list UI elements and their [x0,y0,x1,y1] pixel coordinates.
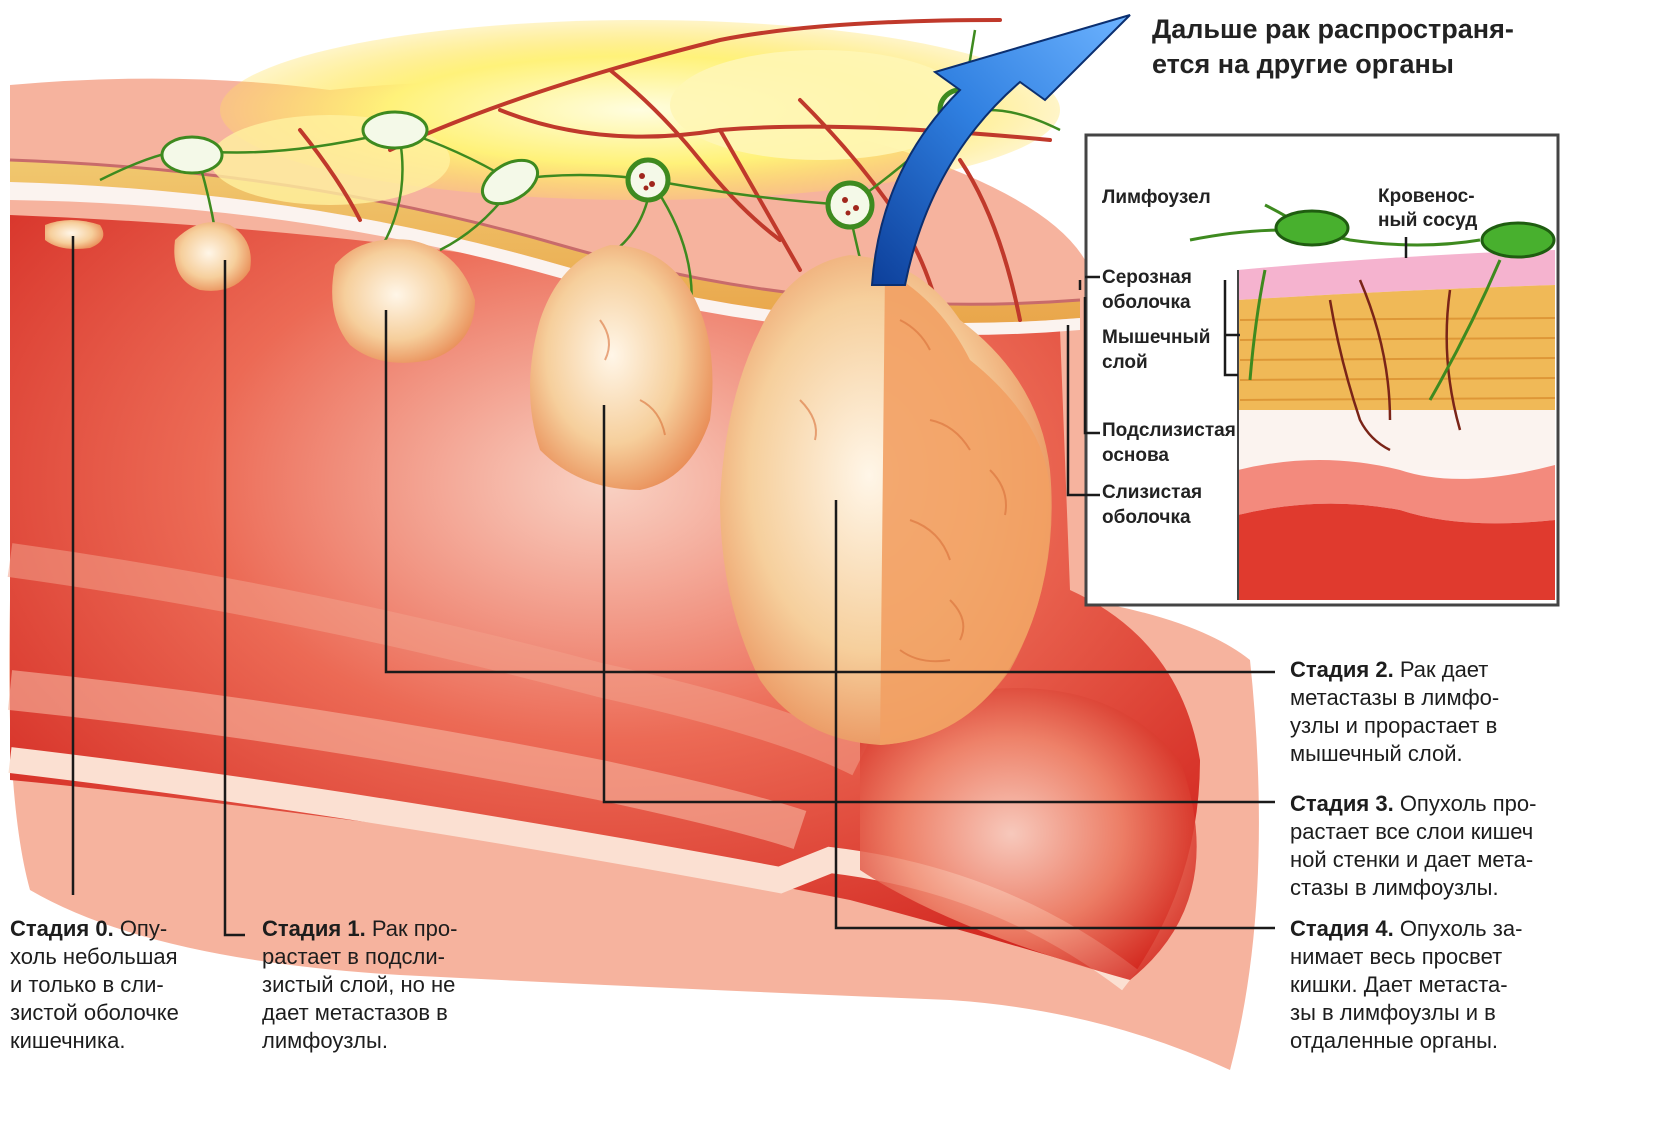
stage-3-line: ной стенки и дает мета- [1290,847,1533,872]
stage-3-caption: Стадия 3. Опухоль про- растает все слои … [1290,790,1580,902]
stage-4-line: Опухоль за- [1400,916,1523,941]
inset-wall-cross-section [1238,250,1555,600]
stage-0-line: холь небольшая [10,944,178,969]
stage-4-line: нимает весь просвет [1290,944,1502,969]
stage-1-line: зистый слой, но не [262,972,455,997]
stage-2-line: метастазы в лимфо- [1290,685,1499,710]
label-mucosa-line-2: оболочка [1102,505,1202,530]
stage-1-line: лимфоузлы. [262,1028,388,1053]
inset-lymph-node [1276,211,1348,245]
label-serosa-line-1: Серозная [1102,265,1192,290]
stage-0-caption: Стадия 0. Опу- холь небольшая и только в… [10,915,210,1055]
stage-4-line: отдаленные органы. [1290,1028,1498,1053]
tumor-stage-1 [174,222,251,291]
stage-0-line: кишечника. [10,1028,125,1053]
label-submucosa: Подслизистая основа [1102,418,1236,468]
stage-0-line: и только в сли- [10,972,164,997]
stage-4-line: зы в лимфоузлы и в [1290,1000,1496,1025]
label-mucosa-line-1: Слизистая [1102,480,1202,505]
label-muscle-line-1: Мышечный [1102,325,1210,350]
label-blood-vessel-line-2: ный сосуд [1378,209,1477,233]
label-submucosa-line-1: Подслизистая [1102,418,1236,443]
stage-0-line: Опу- [120,916,167,941]
label-lymph-node: Лимфоузел [1102,185,1211,210]
stage-3-title: Стадия 3. [1290,791,1394,816]
lymph-node-metastasis [628,160,668,200]
label-mucosa: Слизистая оболочка [1102,480,1202,530]
stage-1-title: Стадия 1. [262,916,366,941]
headline-line-2: ется на другие органы [1152,47,1514,82]
label-muscle-line-2: слой [1102,350,1210,375]
stage-2-line: мышечный слой. [1290,741,1463,766]
label-serosa: Серозная оболочка [1102,265,1192,315]
headline-line-1: Дальше рак распространя- [1152,12,1514,47]
label-blood-vessel-line-1: Кровенос- [1378,185,1477,209]
label-submucosa-line-2: основа [1102,443,1236,468]
stage-2-line: узлы и прорастает в [1290,713,1497,738]
stage-2-caption: Стадия 2. Рак дает метастазы в лимфо- уз… [1290,656,1555,768]
lymph-node-metastasis [828,183,872,227]
label-muscle-layer: Мышечный слой [1102,325,1210,375]
stage-1-line: Рак про- [372,916,458,941]
inset-lymph-node [1482,223,1554,257]
stage-2-line: Рак дает [1400,657,1489,682]
stage-1-line: растает в подсли- [262,944,445,969]
stage-3-line: Опухоль про- [1400,791,1537,816]
lymph-node [363,112,427,148]
label-serosa-line-2: оболочка [1102,290,1192,315]
stage-1-line: дает метастазов в [262,1000,448,1025]
stage-0-title: Стадия 0. [10,916,114,941]
stage-3-line: стазы в лимфоузлы. [1290,875,1499,900]
stage-0-line: зистой оболочке [10,1000,179,1025]
stage-2-title: Стадия 2. [1290,657,1394,682]
stage-3-line: растает все слои кишеч [1290,819,1533,844]
stage-4-caption: Стадия 4. Опухоль за- нимает весь просве… [1290,915,1560,1055]
lymph-node [162,137,222,173]
stage-1-caption: Стадия 1. Рак про- растает в подсли- зис… [262,915,502,1055]
headline: Дальше рак распространя- ется на другие … [1152,12,1514,82]
stage-4-line: кишки. Дает метаста- [1290,972,1508,997]
stage-4-title: Стадия 4. [1290,916,1394,941]
label-blood-vessel: Кровенос- ный сосуд [1378,185,1477,233]
